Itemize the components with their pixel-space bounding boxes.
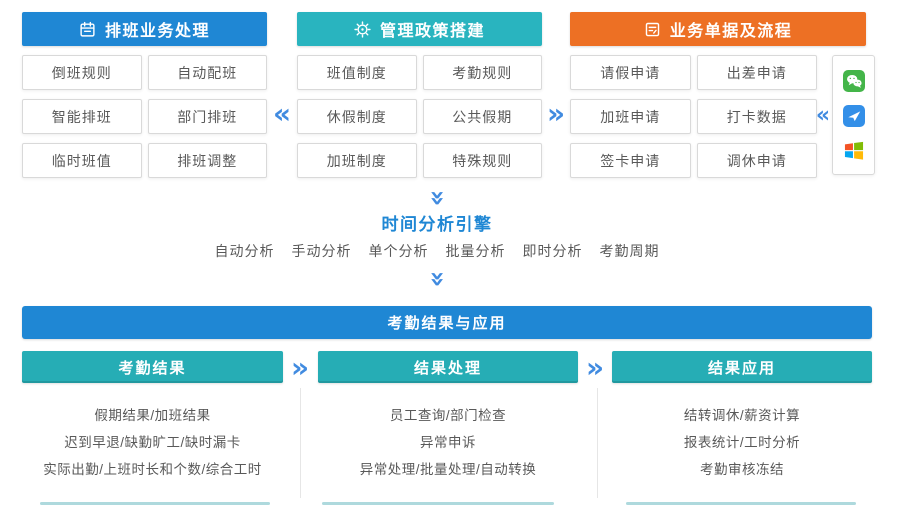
result-column-header: 结果应用 bbox=[612, 351, 872, 383]
grid-item: 智能排班 bbox=[22, 99, 142, 134]
flow-chevron-left-icon: « bbox=[272, 97, 292, 130]
grid-item: 特殊规则 bbox=[422, 143, 542, 178]
form-icon bbox=[644, 21, 661, 38]
column-divider bbox=[300, 388, 301, 498]
grid-item: 部门排班 bbox=[147, 99, 267, 134]
grid-item: 考勤规则 bbox=[422, 55, 542, 90]
section-title: 管理政策搭建 bbox=[379, 23, 485, 40]
result-column-processing: 员工查询/部门检查 异常申诉 异常处理/批量处理/自动转换 bbox=[318, 402, 578, 483]
section-policy-grid: 班值制度 考勤规则 休假制度 公共假期 加班制度 特殊规则 bbox=[297, 55, 542, 178]
grid-item: 加班制度 bbox=[297, 143, 417, 178]
grid-item: 班值制度 bbox=[297, 55, 417, 90]
result-line: 迟到早退/缺勤旷工/缺时漏卡 bbox=[64, 435, 241, 450]
grid-item: 调休申请 bbox=[696, 143, 817, 178]
dingtalk-icon bbox=[842, 105, 865, 127]
result-line: 实际出勤/上班时长和个数/综合工时 bbox=[43, 462, 262, 477]
section-documents: 业务单据及流程 请假申请 出差申请 加班申请 打卡数据 签卡申请 调休申请 bbox=[570, 12, 866, 178]
cutoff-bar-top bbox=[40, 502, 270, 505]
section-scheduling: 排班业务处理 倒班规则 自动配班 智能排班 部门排班 临时班值 排班调整 bbox=[22, 12, 267, 178]
cutoff-bar-top bbox=[322, 502, 554, 505]
engine-item: 自动分析 bbox=[214, 243, 275, 259]
gear-icon bbox=[354, 20, 371, 38]
engine-item: 单个分析 bbox=[368, 243, 429, 259]
grid-item: 加班申请 bbox=[570, 99, 691, 134]
section-title: 业务单据及流程 bbox=[669, 23, 793, 40]
grid-item: 打卡数据 bbox=[696, 99, 817, 134]
calendar-icon bbox=[79, 21, 96, 38]
section-documents-header: 业务单据及流程 bbox=[570, 12, 866, 46]
cutoff-bar-top bbox=[626, 502, 856, 505]
grid-item: 签卡申请 bbox=[570, 143, 691, 178]
engine-item: 即时分析 bbox=[522, 243, 583, 259]
grid-item: 临时班值 bbox=[22, 143, 142, 178]
flow-chevron-left-icon: « bbox=[815, 103, 831, 128]
result-line: 考勤审核冻结 bbox=[700, 462, 784, 477]
windows-icon bbox=[844, 141, 864, 161]
engine-item: 手动分析 bbox=[291, 243, 352, 259]
grid-item: 自动配班 bbox=[147, 55, 267, 90]
grid-item: 出差申请 bbox=[696, 55, 817, 90]
section-policy: 管理政策搭建 班值制度 考勤规则 休假制度 公共假期 加班制度 特殊规则 bbox=[297, 12, 542, 178]
grid-item: 排班调整 bbox=[147, 143, 267, 178]
result-line: 异常申诉 bbox=[420, 435, 476, 450]
result-column-header: 结果处理 bbox=[318, 351, 578, 383]
section-documents-grid: 请假申请 出差申请 加班申请 打卡数据 签卡申请 调休申请 bbox=[570, 55, 817, 178]
flow-chevron-right-icon: » bbox=[546, 97, 566, 130]
result-line: 员工查询/部门检查 bbox=[389, 408, 507, 423]
result-column-attendance: 假期结果/加班结果 迟到早退/缺勤旷工/缺时漏卡 实际出勤/上班时长和个数/综合… bbox=[22, 402, 283, 483]
result-line: 报表统计/工时分析 bbox=[683, 435, 801, 450]
grid-item: 公共假期 bbox=[422, 99, 542, 134]
result-line: 异常处理/批量处理/自动转换 bbox=[359, 462, 537, 477]
engine-item: 考勤周期 bbox=[599, 243, 660, 259]
result-column-application: 结转调休/薪资计算 报表统计/工时分析 考勤审核冻结 bbox=[612, 402, 872, 483]
section-scheduling-header: 排班业务处理 bbox=[22, 12, 267, 46]
section-title: 排班业务处理 bbox=[104, 23, 210, 40]
result-column-header: 考勤结果 bbox=[22, 351, 283, 383]
engine-items: 自动分析 手动分析 单个分析 批量分析 即时分析 考勤周期 bbox=[37, 241, 837, 261]
grid-item: 休假制度 bbox=[297, 99, 417, 134]
flow-chevron-right-icon: » bbox=[585, 351, 605, 384]
column-divider bbox=[597, 388, 598, 498]
engine-title: 时间分析引擎 bbox=[381, 215, 493, 234]
section-scheduling-grid: 倒班规则 自动配班 智能排班 部门排班 临时班值 排班调整 bbox=[22, 55, 267, 178]
flow-chevron-right-icon: » bbox=[290, 351, 310, 384]
results-banner: 考勤结果与应用 bbox=[22, 306, 872, 339]
section-policy-header: 管理政策搭建 bbox=[297, 12, 542, 46]
grid-item: 倒班规则 bbox=[22, 55, 142, 90]
result-line: 假期结果/加班结果 bbox=[94, 408, 211, 423]
grid-item: 请假申请 bbox=[570, 55, 691, 90]
engine-item: 批量分析 bbox=[445, 243, 506, 259]
flow-chevron-down-icon: » bbox=[421, 189, 452, 207]
flow-chevron-down-icon: » bbox=[421, 270, 452, 288]
wechat-icon bbox=[842, 69, 865, 92]
result-line: 结转调休/薪资计算 bbox=[683, 408, 801, 423]
channel-panel bbox=[832, 55, 875, 175]
